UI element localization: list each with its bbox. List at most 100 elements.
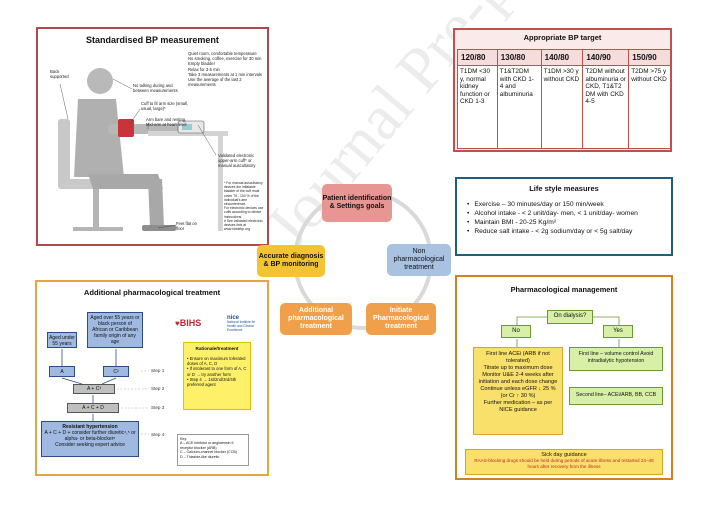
step-label: Step 2 <box>151 386 165 391</box>
answer-no: No <box>501 325 531 338</box>
answer-yes: Yes <box>603 325 633 338</box>
rationale-title: Rationale/treatment <box>195 346 239 351</box>
bp-instruction: Quiet room, comfortable temperature <box>188 51 257 56</box>
resistant-line: A + C + D + consider further diuretic⁴,⁵… <box>44 430 136 442</box>
bp-target-table: 120/80 130/80 140/80 140/90 150/90 T1DM … <box>457 49 671 149</box>
bp-target-cell: T1DM >30 y without CKD <box>540 65 584 149</box>
bp-target-cell: T2DM without albuminuria or CKD, T1&T2 D… <box>582 65 630 149</box>
cycle-node-additional-pharmacological: Additional pharmacological treatment <box>280 303 352 335</box>
bihs-logo: ♥BIHS <box>175 318 201 328</box>
label-validated-device: Validated electronic upper-arm cuff* or … <box>218 153 256 169</box>
key-line: C – Calcium-channel blocker (CCB) <box>180 450 237 455</box>
bp-instruction: Use the average of the last 2 measuremen… <box>188 77 242 88</box>
bp-target-header: 120/80 <box>457 49 498 66</box>
bp-footnotes: * For manual auscultatory devices the in… <box>224 181 264 231</box>
key-box: Key: A – ACE inhibitor or angiotensin II… <box>177 434 249 466</box>
cycle-node-label: Non pharmacological treatment <box>393 248 445 271</box>
aged-over-box: Aged over 55 years or black person of Af… <box>87 312 143 348</box>
bp-instruction: Relax for 3-5 min <box>188 66 220 72</box>
rationale-list: • Ensure on maximum tolerated doses of A… <box>187 356 247 387</box>
bp-footnote: * For manual auscultatory devices the in… <box>224 181 263 207</box>
bp-target-header: 140/90 <box>582 49 630 66</box>
cycle-node-patient-identification: Patient identification & Settings goals <box>322 184 392 222</box>
sick-day-text: RAAS-blocking drugs should be held durin… <box>474 458 654 469</box>
bp-target-header: 140/80 <box>540 49 584 66</box>
seated-patient-illustration <box>58 68 228 231</box>
pharm-mgmt-arrows <box>516 316 620 347</box>
bp-target-header: 130/80 <box>496 49 542 66</box>
pathway-line: Continue unless eGFR ↓ 25 % (or Cr ↑ 30 … <box>480 386 556 399</box>
flow-arrows <box>61 349 149 435</box>
label-feet-flat: Feet flat on floor <box>176 221 197 232</box>
sick-day-guidance: Sick day guidance RAAS-blocking drugs sh… <box>465 449 663 475</box>
bp-measurement-title: Standardised BP measurement <box>86 35 219 45</box>
cycle-node-accurate-diagnosis: Accurate diagnosis & BP monitoring <box>257 245 325 277</box>
label-cuff-size: Cuff to fit arm size (small, usual, larg… <box>141 101 189 112</box>
cycle-node-label: Accurate diagnosis & BP monitoring <box>258 253 324 268</box>
label-arm-bare: Arm bare and resting, Mid-arm at heart l… <box>146 117 187 128</box>
resistant-expert: Consider seeking expert advice <box>55 442 125 448</box>
cycle-node-label: Additional pharmacological treatment <box>288 307 344 330</box>
sick-day-title: Sick day guidance <box>541 452 587 458</box>
bp-instruction: Empty bladder <box>188 61 215 67</box>
rationale-note: Rationale/treatment • Ensure on maximum … <box>183 342 251 410</box>
dialysis-second-line: Second line– ACEi/ARB, BB, CCB <box>569 387 663 405</box>
lifestyle-item: Maintain BMI - 20-25 Kg/m² <box>467 218 638 227</box>
bp-target-header: 150/90 <box>628 49 671 66</box>
step-label: Step 4 <box>151 432 165 437</box>
bp-footnote: # See validated electronic devices lists… <box>224 218 263 232</box>
bp-footnote: For electronic devices use cuffs accordi… <box>224 206 264 219</box>
bp-target-cell: T1&T2DM with CKD 1- 4 and albuminuria <box>496 65 542 149</box>
cycle-node-initiate-pharmacological: Initiate Pharmacological treatment <box>366 303 436 335</box>
bp-instruction: Take 3 measurements at 1 min intervals <box>188 71 263 77</box>
drug-a-box: A <box>49 366 75 377</box>
bihs-heart-icon: ♥ <box>175 319 180 328</box>
drug-ac-box: A + C³ <box>73 384 115 394</box>
bp-measurement-panel: Standardised BP measurement <box>36 27 269 246</box>
lifestyle-item: Reduce salt intake - < 2g sodium/day or … <box>467 227 638 236</box>
dialysis-question: On dialysis? <box>547 310 593 324</box>
bp-instruction: No smoking, coffee, exercise for 30 min <box>188 56 262 62</box>
pharm-mgmt-panel: Pharmacological management On dialysis? … <box>455 275 673 480</box>
rationale-item: • Step 4 → 1st/2nd/3rd/4th preferred age… <box>187 376 237 388</box>
rationale-item: • If intolerant to one form of A, C or D… <box>187 366 247 377</box>
resistant-title: Resistant hypertension <box>62 424 118 430</box>
lifestyle-item: Exercise – 30 minutes/day or 150 min/wee… <box>467 200 638 209</box>
pathway-line: Monitor U&E 2-4 weeks after initiation a… <box>478 372 558 385</box>
bp-target-cell: T1DM <30 y, normal kidney function or CK… <box>457 65 498 149</box>
bp-target-panel: Appropriate BP target 120/80 130/80 140/… <box>453 28 672 152</box>
aged-under-box: Aged under 55 years <box>47 332 77 348</box>
nice-logo: nice National Institute for Health and C… <box>227 315 265 332</box>
nice-text: National Institute for Health and Clinic… <box>227 320 256 332</box>
key-line: A – ACE inhibitor or angiotensin II rece… <box>180 441 234 450</box>
lifestyle-item: Alcohol intake - < 2 unit/day- men, < 1 … <box>467 209 638 218</box>
rationale-item: • Ensure on maximum tolerated doses of A… <box>187 356 246 367</box>
pathway-line: Titrate up to maximum dose <box>483 365 553 371</box>
lifestyle-list: Exercise – 30 minutes/day or 150 min/wee… <box>467 200 638 236</box>
step-label: Step 3 <box>151 405 165 410</box>
bp-target-cell: T2DM >75 y without CKD <box>628 65 671 149</box>
dialysis-first-line: First line – volume control Avoid intrad… <box>569 347 663 371</box>
lifestyle-panel: Life style measures Exercise – 30 minute… <box>455 177 673 256</box>
step-label: Step 1 <box>151 368 165 373</box>
key-line: Key: <box>180 437 188 441</box>
bp-instructions-list: Quiet room, comfortable temperature No s… <box>188 51 266 87</box>
nice-wordmark: nice <box>227 315 240 321</box>
key-line: D – Thiazide-like diuretic <box>180 454 220 459</box>
drug-acd-box: A + C + D <box>67 403 119 413</box>
drug-c-box: C² <box>103 366 129 377</box>
ace-inhibitor-pathway: First line ACEi (ARB if not tolerated) T… <box>473 347 563 435</box>
pathway-line: First line ACEi (ARB if not tolerated) <box>486 351 550 364</box>
cycle-node-label: Initiate Pharmacological treatment <box>372 307 430 330</box>
cycle-node-non-pharmacological: Non pharmacological treatment <box>387 244 451 276</box>
label-no-talking: No talking during and between measuremen… <box>133 83 178 94</box>
pathway-line: Further medication – as per NICE guidanc… <box>483 400 553 413</box>
resistant-hypertension-box: Resistant hypertension A + C + D + consi… <box>41 421 139 457</box>
additional-pharm-title: Additional pharmacological treatment <box>83 288 221 297</box>
bihs-text: BIHS <box>179 318 202 328</box>
label-back-supported: Back supported <box>50 69 69 80</box>
bp-target-title: Appropriate BP target <box>523 33 602 42</box>
lifestyle-title: Life style measures <box>529 184 599 193</box>
pharm-mgmt-title: Pharmacological management <box>510 285 618 294</box>
cycle-node-label: Patient identification & Settings goals <box>322 195 392 210</box>
